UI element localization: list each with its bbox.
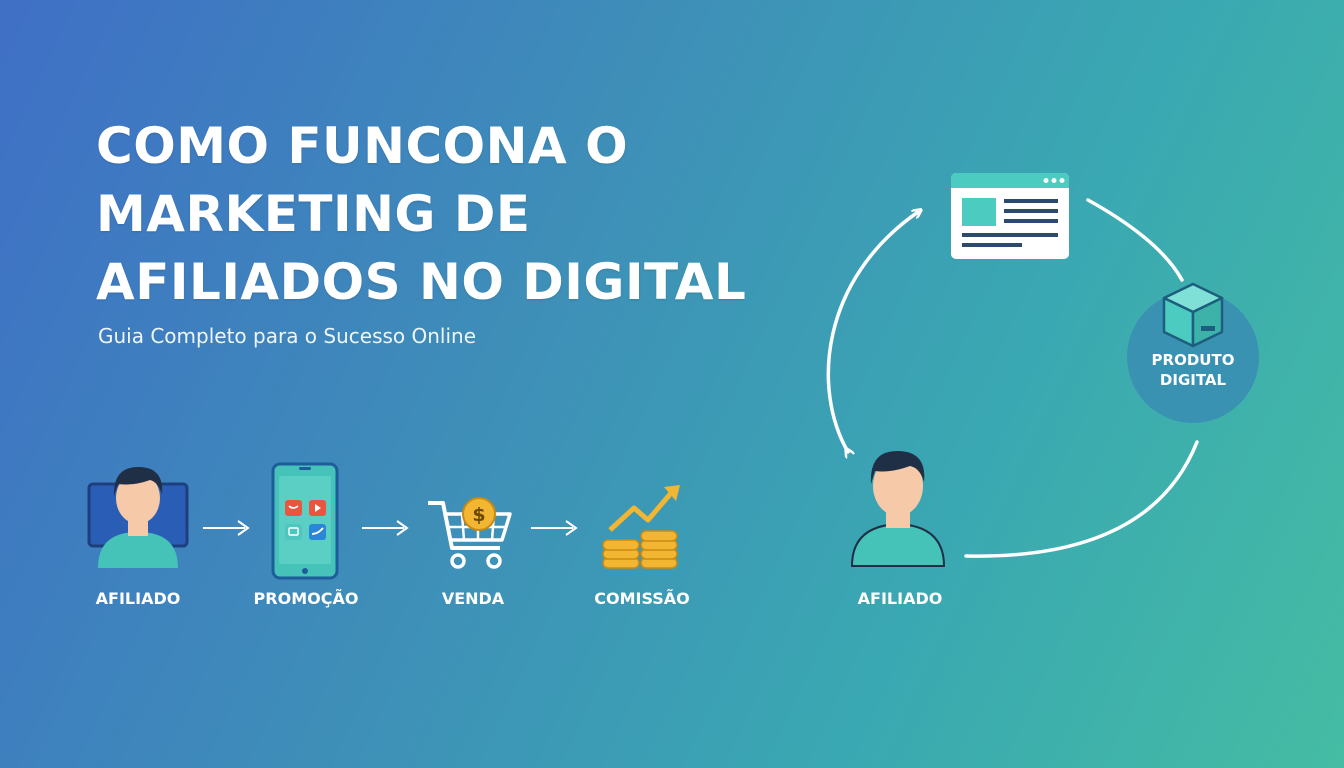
step-label-promocao: PROMOÇÃO [253, 589, 359, 608]
title-line-3: AFILIADOS NO DIGITAL [96, 253, 747, 311]
product-circle [1127, 291, 1259, 423]
arrow-right-icon [362, 520, 409, 536]
svg-text:$: $ [472, 504, 485, 526]
product-label: PRODUTO DIGITAL [1133, 350, 1253, 390]
smartphone-social-icon [271, 462, 339, 580]
affiliate-person-icon [850, 450, 946, 567]
cycle-arc-left [826, 212, 918, 452]
step-label-comissao: COMISSÃO [594, 589, 690, 608]
step-label-afiliado: AFILIADO [95, 589, 181, 608]
shopping-cart-dollar-icon: $ [428, 497, 512, 569]
step-label-venda: VENDA [441, 589, 505, 608]
title-line-1: COMO FUNCONA O [96, 117, 629, 175]
title-line-2: MARKETING DE [96, 185, 531, 243]
product-box-icon [1162, 282, 1224, 348]
cycle-label-afiliado: AFILIADO [857, 589, 943, 608]
product-label-line-2: DIGITAL [1159, 371, 1227, 389]
affiliate-laptop-icon [87, 466, 189, 568]
coins-growth-icon [602, 485, 680, 569]
page-title: COMO FUNCONA O MARKETING DE AFILIADOS NO… [96, 112, 746, 316]
cycle-arc-bottom-right [964, 440, 1199, 558]
page-subtitle: Guia Completo para o Sucesso Online [98, 324, 477, 348]
webpage-icon [951, 173, 1069, 259]
product-label-line-1: PRODUTO [1151, 351, 1235, 369]
arrow-right-icon [531, 520, 578, 536]
cycle-arc-top-right [1086, 198, 1184, 282]
arrow-right-icon [203, 520, 250, 536]
